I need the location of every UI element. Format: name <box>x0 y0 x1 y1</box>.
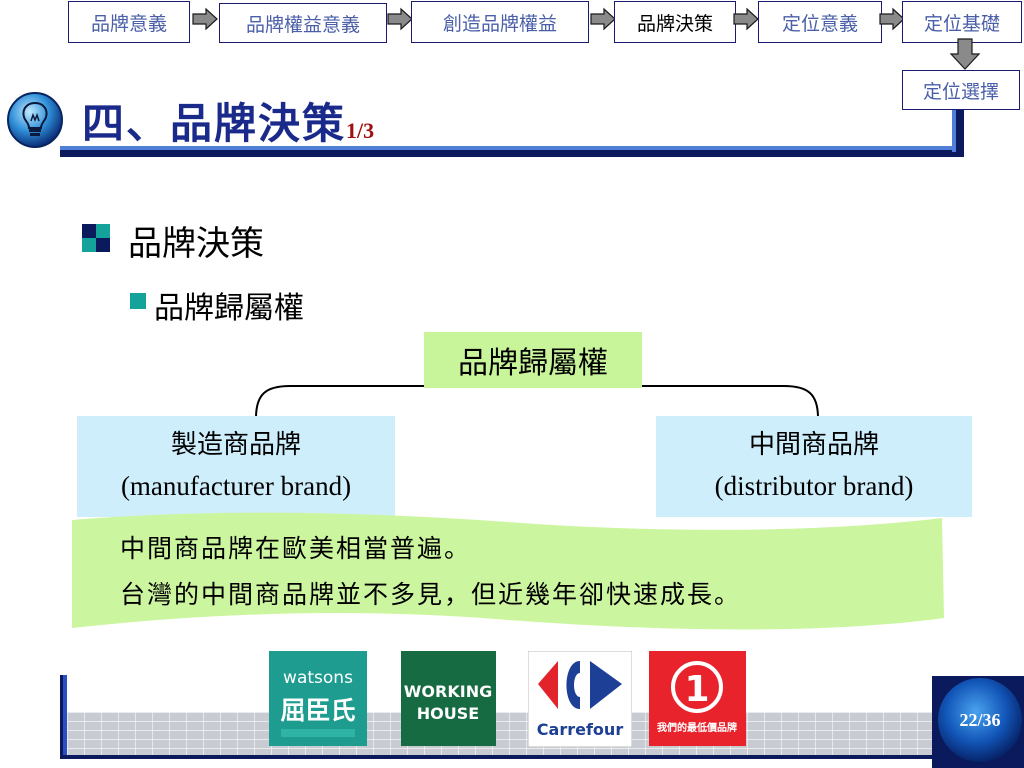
checker-bullet-icon <box>82 224 110 252</box>
note-banner <box>72 512 944 630</box>
lowest-price-brand-logo: 1 我們的最低價品牌 <box>649 651 746 746</box>
page-number: 22/36 <box>959 710 1000 730</box>
footer-rule <box>60 755 940 759</box>
note-line-1: 中間商品牌在歐美相當普遍。 <box>120 534 472 563</box>
footer-left-bar-dark <box>60 675 63 755</box>
bullet-level2: 品牌歸屬權 <box>154 291 304 326</box>
title-underline-blue <box>60 146 956 150</box>
lightbulb-icon <box>7 92 63 148</box>
footer-grid-strip <box>67 712 933 756</box>
diagram-node-distributor-brand: 中間商品牌 (distributor brand) <box>656 416 972 517</box>
lowest-price-text: 我們的最低價品牌 <box>657 721 737 734</box>
node-label-en: (manufacturer brand) <box>120 470 352 501</box>
note-text: 中間商品牌在歐美相當普遍。 台灣的中間商品牌並不多見，但近幾年卻快速成長。 <box>120 526 741 618</box>
page-title: 四、品牌決策1/3 <box>82 90 374 151</box>
arrow-right-icon <box>590 7 616 31</box>
arrow-right-icon <box>733 7 759 31</box>
nav-item-create-brand-equity[interactable]: 創造品牌權益 <box>411 1 589 43</box>
arrow-right-icon <box>879 7 905 31</box>
nav-item-positioning-basis[interactable]: 定位基礎 <box>902 1 1022 43</box>
page-number-badge: 22/36 <box>932 676 1024 768</box>
node-label-zh: 中間商品牌 <box>748 430 879 461</box>
diagram-root-node: 品牌歸屬權 <box>424 332 642 388</box>
nav-item-positioning-choice[interactable]: 定位選擇 <box>902 70 1020 110</box>
title-rule-vertical <box>956 110 964 156</box>
node-label-zh: 製造商品牌 <box>170 430 301 461</box>
nav-item-brand-decision[interactable]: 品牌決策 <box>614 1 736 43</box>
title-text: 四、品牌決策 <box>82 99 347 148</box>
arrow-right-icon <box>192 7 218 31</box>
nav-item-brand-meaning[interactable]: 品牌意義 <box>68 1 190 43</box>
nav-item-brand-equity-meaning[interactable]: 品牌權益意義 <box>219 3 387 43</box>
watsons-logo-text: watsons <box>283 668 353 688</box>
lowest-price-digit: 1 <box>684 669 709 710</box>
working-house-logo: WORKING HOUSE <box>401 651 496 746</box>
diagram-node-manufacturer-brand: 製造商品牌 (manufacturer brand) <box>77 416 395 517</box>
arrow-right-icon <box>387 7 413 31</box>
watsons-logo-zh: 屈臣氏 <box>280 696 355 725</box>
working-house-line2: HOUSE <box>417 704 479 723</box>
carrefour-logo-text: Carrefour <box>537 720 624 739</box>
carrefour-logo: Carrefour <box>528 651 632 747</box>
watsons-logo: watsons 屈臣氏 <box>269 651 367 746</box>
nav-item-positioning-meaning[interactable]: 定位意義 <box>758 1 882 43</box>
footer-left-bar <box>60 675 67 755</box>
node-label-en: (distributor brand) <box>714 470 914 501</box>
arrow-down-icon <box>949 38 981 70</box>
title-underline <box>60 150 964 157</box>
working-house-line1: WORKING <box>404 682 492 701</box>
title-rule-vertical-blue <box>952 110 956 152</box>
note-line-2: 台灣的中間商品牌並不多見，但近幾年卻快速成長。 <box>120 580 742 609</box>
square-bullet-icon <box>130 293 146 309</box>
bullet-level1: 品牌決策 <box>128 224 264 264</box>
title-page-fraction: 1/3 <box>346 118 375 143</box>
